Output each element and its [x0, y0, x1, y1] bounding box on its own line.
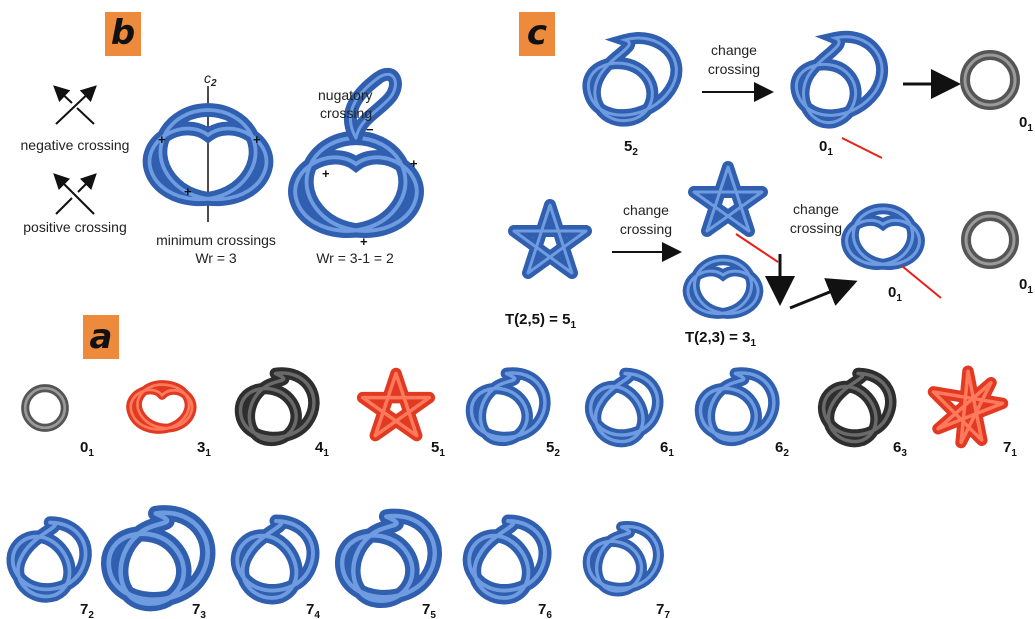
wr-left-label: Wr = 3: [195, 250, 237, 266]
badge-a-label: a: [90, 317, 113, 357]
knot-label-6-3: 63: [893, 439, 907, 459]
panel-c: c 52 change crossing 01 01 T(2,5) = 51: [505, 12, 1033, 349]
knot-label-7-2: 72: [80, 601, 94, 619]
knot-3-1-shape: [126, 380, 197, 434]
badge-b-label: b: [111, 13, 135, 53]
knot-7-7-shape: [582, 521, 664, 597]
knot-label-0-1: 01: [80, 439, 94, 459]
knot-5-1-shape: [356, 367, 436, 442]
knot-label-7-4: 74: [306, 601, 320, 619]
change-crossing-2-line2: crossing: [620, 221, 672, 237]
c-knot-5-1: [508, 199, 592, 279]
svg-text:+: +: [158, 132, 166, 147]
panel-b: b negative crossing positive crossing c2…: [21, 12, 424, 266]
badge-a: [83, 315, 119, 359]
svg-text:+: +: [253, 132, 261, 147]
c2-axis-label: c2: [204, 70, 217, 89]
trefoil-minimum-crossings: [142, 103, 274, 207]
knot-label-7-1: 71: [1003, 439, 1017, 459]
knot-label-7-7: 77: [656, 601, 670, 619]
pointer-arrow-1: [841, 137, 883, 159]
positive-crossing-symbol: [53, 173, 97, 215]
minimum-crossings-label: minimum crossings: [156, 232, 276, 248]
knot-label-3-1: 31: [197, 439, 211, 459]
knot-label-5-2: 52: [546, 439, 560, 459]
knot-label-5-1: 51: [431, 439, 445, 459]
knot-label-7-6: 76: [538, 601, 552, 619]
arrow-to-unknotted-2: [789, 278, 858, 310]
svg-text:+: +: [410, 156, 418, 171]
change-crossing-1-line1: change: [711, 42, 757, 58]
c-unknot-2: [961, 211, 1019, 269]
badge-c-label: c: [527, 13, 547, 53]
knot-label-4-1: 41: [315, 439, 329, 459]
knot-6-1-shape: [584, 367, 664, 448]
svg-text:+: +: [184, 184, 192, 199]
knot-5-2-shape: [465, 367, 551, 446]
c-label-0-1-c: 01: [888, 284, 902, 304]
knot-7-3-shape: [101, 505, 216, 612]
c-unknot-1: [960, 50, 1020, 110]
nugatory-label-line2: crossing: [320, 105, 372, 121]
change-crossing-2-line1: change: [623, 202, 669, 218]
negative-crossing-symbol: [53, 85, 97, 125]
c-label-0-1-a: 01: [819, 138, 833, 158]
knot-7-5-shape: [335, 508, 442, 608]
trefoil-with-nugatory-loop: [288, 67, 424, 238]
c-label-0-1-d: 01: [1019, 276, 1033, 296]
wr-right-label: Wr = 3-1 = 2: [316, 250, 394, 266]
change-crossing-3-line2: crossing: [790, 220, 842, 236]
knot-4-1-shape: [234, 367, 320, 446]
change-crossing-3-line1: change: [793, 201, 839, 217]
knot-7-6-shape: [462, 514, 552, 605]
c-knot-unknotted-1: [790, 30, 889, 129]
knot-6-2-shape: [694, 367, 780, 446]
panel-a: a 01 31 41 51 52 61 62 63 71 72 73 74 75 76 77: [6, 315, 1017, 619]
knot-label-7-5: 75: [422, 601, 436, 619]
nugatory-crossing-signs: − + + +: [322, 122, 418, 249]
knot-7-4-shape: [230, 514, 320, 605]
knot-6-3-shape: [817, 367, 897, 448]
knot-label-6-2: 62: [775, 439, 789, 459]
svg-text:+: +: [322, 166, 330, 181]
knot-label-6-1: 61: [660, 439, 674, 459]
c-label-0-1-b: 01: [1019, 114, 1033, 134]
c-knot-unknotted-2: [841, 203, 925, 270]
pointer-arrow-2: [735, 233, 779, 263]
change-crossing-1-line2: crossing: [708, 61, 760, 77]
knot-7-1-shape: [927, 365, 1009, 449]
svg-text:−: −: [366, 122, 374, 137]
knot-label-7-3: 73: [192, 601, 206, 619]
svg-text:+: +: [360, 234, 368, 249]
badge-c: [519, 12, 555, 56]
c-knot-5-2: [582, 32, 683, 127]
c-knot-5-1-changed: [688, 161, 768, 237]
badge-b: [105, 12, 141, 56]
knot-7-2-shape: [6, 516, 92, 603]
c-knot-3-1: [682, 254, 764, 319]
knot-table: 01 31 41 51 52 61 62 63 71 72 73 74 75 76 77: [6, 365, 1017, 619]
nugatory-label-line1: nugatory: [318, 87, 372, 103]
trefoil-crossing-signs: + + +: [158, 132, 261, 199]
c-label-t23: T(2,3) = 31: [685, 329, 756, 349]
pointer-arrow-3: [901, 265, 942, 299]
positive-crossing-label: positive crossing: [23, 219, 127, 235]
knot-0-1-shape: [21, 384, 69, 432]
c-label-5-2: 52: [624, 138, 638, 158]
c-label-t25: T(2,5) = 51: [505, 311, 576, 331]
negative-crossing-label: negative crossing: [21, 137, 130, 153]
